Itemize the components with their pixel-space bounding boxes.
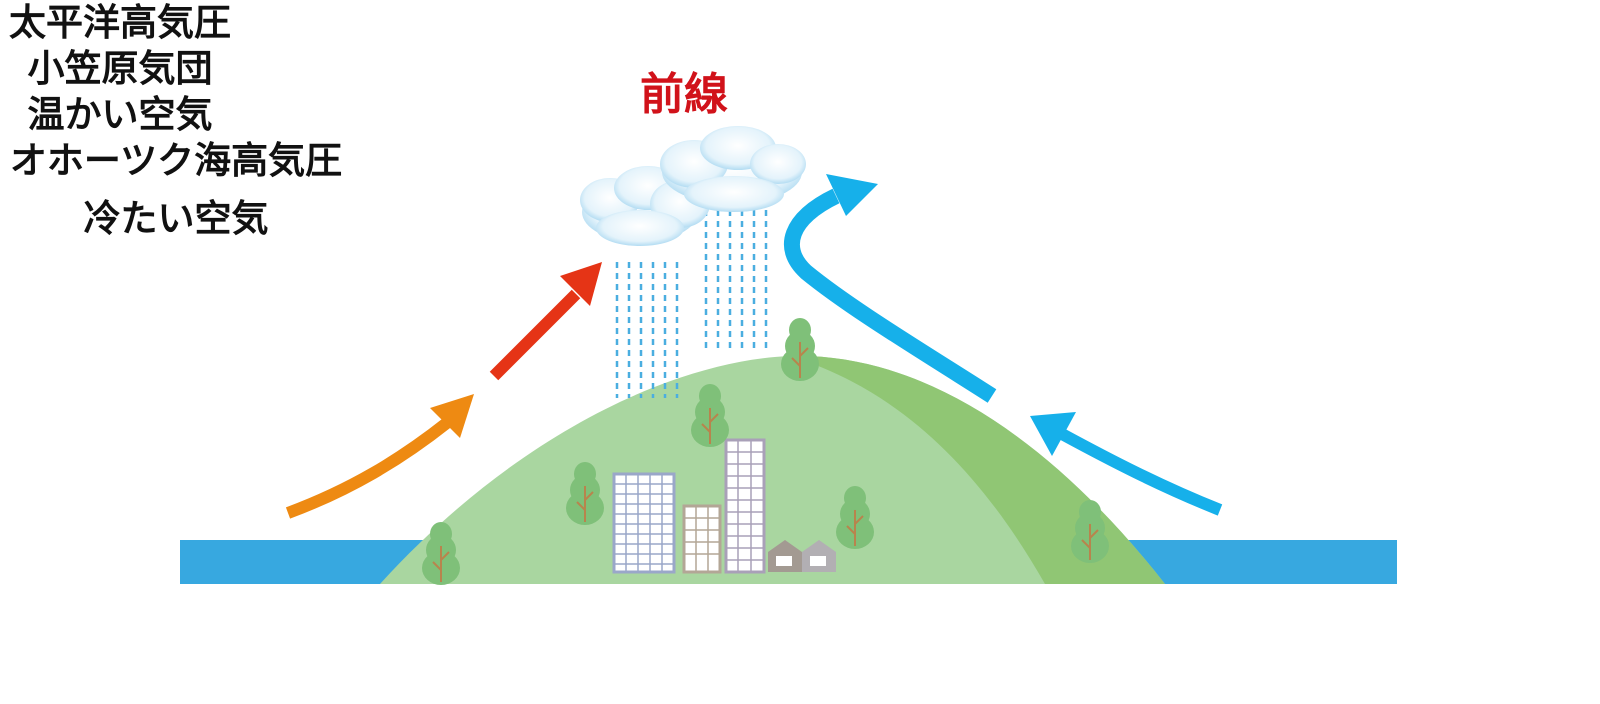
warm-air-labels: 太平洋高気圧 小笠原気団 温かい空気 <box>0 0 240 138</box>
ogasawara-air-mass-label: 小笠原気団 <box>27 47 213 90</box>
building-icon <box>724 438 766 574</box>
house-icon <box>768 540 802 572</box>
house-icon <box>802 540 836 572</box>
warm-air-arrow-upper <box>489 262 602 381</box>
cold-air-arrow-upper <box>783 174 997 403</box>
warm-air-arrow-lower <box>285 394 474 519</box>
front-label: 前線 <box>640 69 728 120</box>
cold-air-label: 冷たい空気 <box>83 197 269 240</box>
cold-air-labels: オホーツク海高気圧 冷たい空気 <box>0 138 352 242</box>
okhotsk-high-label: オホーツク海高気圧 <box>9 139 343 182</box>
cold-air-arrow-lower <box>1030 412 1223 516</box>
rain-icon <box>615 210 768 398</box>
building-icon <box>682 504 722 574</box>
building-icon <box>612 472 676 574</box>
warm-air-label: 温かい空気 <box>27 93 213 136</box>
cloud-icon <box>660 126 806 212</box>
tree-icon <box>780 317 820 382</box>
pacific-high-label: 太平洋高気圧 <box>9 1 231 44</box>
hill-shade <box>790 355 1165 584</box>
